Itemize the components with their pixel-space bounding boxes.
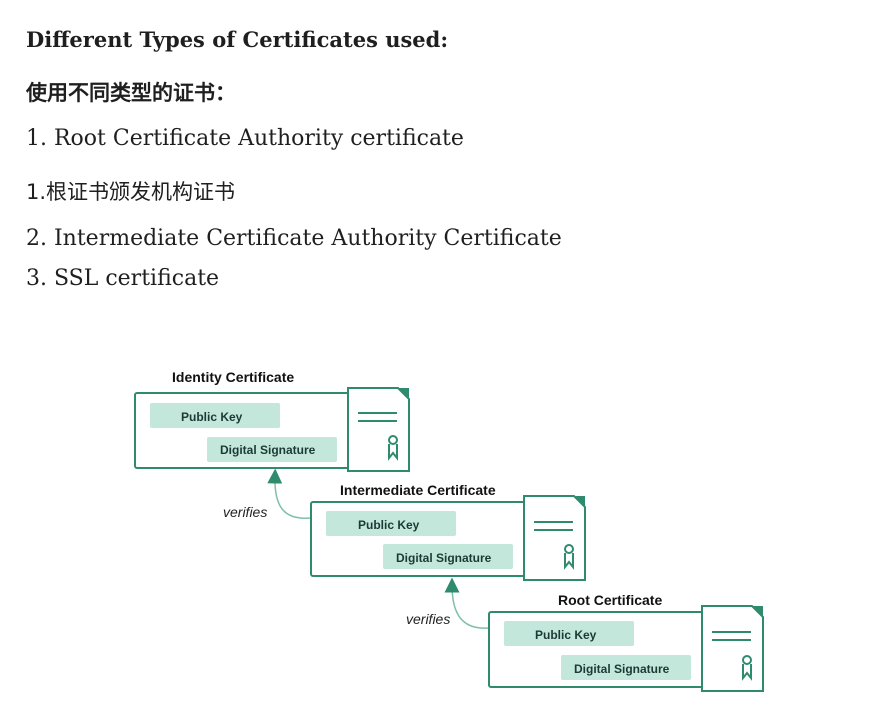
list-item-ssl: 3. SSL certificate [26, 266, 220, 291]
public-key-label: Public Key [358, 518, 420, 532]
list-item-root-ca-cn: 1.根证书颁发机构证书 [26, 180, 236, 204]
public-key-field [504, 621, 634, 646]
intermediate-certificate: Intermediate Certificate Public Key Digi… [310, 482, 586, 581]
digital-signature-label: Digital Signature [220, 443, 316, 457]
root-certificate: Root Certificate Public Key Digital Sign… [488, 592, 764, 692]
award-ribbon-icon [564, 544, 574, 570]
list-item-root-ca: 1. Root Certificate Authority certificat… [26, 126, 464, 151]
public-key-label: Public Key [535, 628, 597, 642]
section-heading: Different Types of Certificates used: [26, 27, 449, 52]
digital-signature-field [383, 544, 513, 569]
document-lines-icon [534, 521, 573, 531]
award-ribbon-icon [388, 435, 398, 461]
document-lines-icon [358, 412, 397, 422]
digital-signature-field [561, 655, 691, 680]
public-key-label: Public Key [181, 410, 243, 424]
section-heading-cn: 使用不同类型的证书： [26, 81, 236, 105]
public-key-field [326, 511, 456, 536]
list-item-intermediate-ca: 2. Intermediate Certificate Authority Ce… [26, 226, 562, 251]
digital-signature-label: Digital Signature [396, 551, 492, 565]
root-certificate-title: Root Certificate [558, 592, 662, 608]
digital-signature-label: Digital Signature [574, 662, 670, 676]
verifies-label: verifies [223, 504, 267, 520]
public-key-field [150, 403, 280, 428]
identity-certificate: Identity Certificate Public Key Digital … [134, 369, 410, 472]
verifies-label: verifies [406, 611, 450, 627]
document-lines-icon [712, 631, 751, 641]
digital-signature-field [207, 437, 337, 462]
award-ribbon-icon [742, 655, 752, 681]
identity-certificate-title: Identity Certificate [172, 369, 294, 385]
intermediate-certificate-title: Intermediate Certificate [340, 482, 496, 498]
